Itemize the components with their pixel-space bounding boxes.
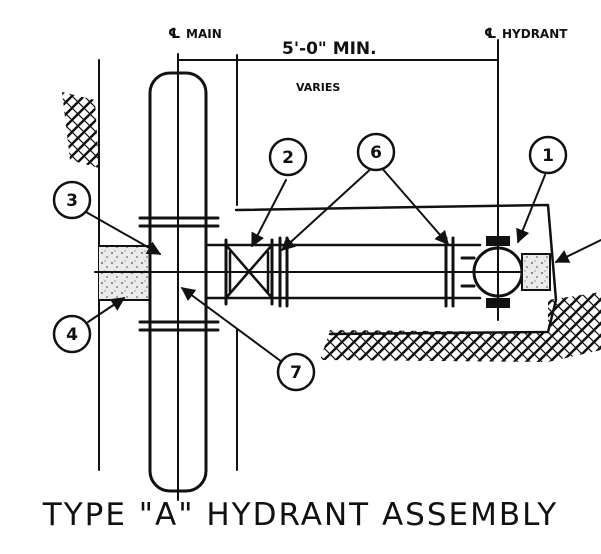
joint-near-hydrant: [444, 236, 455, 308]
leader-4: [87, 297, 126, 323]
leader-6a: [280, 165, 375, 251]
dimension-note: VARIES: [296, 81, 340, 94]
leader-2: [251, 179, 287, 248]
hydrant-cl-symbol: ℄: [484, 26, 497, 42]
dimension-ticks: [177, 53, 499, 67]
gate-valve: [224, 238, 274, 306]
diagram-title: TYPE "A" HYDRANT ASSEMBLY: [42, 497, 559, 533]
leader-5: [554, 239, 601, 263]
leader-3: [85, 211, 162, 255]
hydrant-label: HYDRANT: [502, 27, 568, 41]
leader-1: [516, 174, 546, 244]
trench-outline: [234, 203, 558, 336]
earth-hatch-right: [548, 292, 601, 362]
svg-text:3: 3: [66, 191, 78, 211]
callout-6: 6: [356, 132, 396, 172]
svg-text:6: 6: [370, 143, 382, 163]
main-label: MAIN: [186, 27, 222, 41]
earth-hatch-left: [62, 92, 99, 168]
svg-text:1: 1: [542, 146, 554, 166]
main-flange-top: [138, 216, 220, 228]
dimension-label: 5'-0" MIN.: [282, 39, 377, 59]
leader-7: [180, 287, 283, 363]
svg-text:7: 7: [290, 363, 302, 383]
svg-text:2: 2: [282, 148, 294, 168]
main-flange-bottom: [138, 320, 220, 332]
leader-6b: [379, 165, 449, 246]
svg-text:4: 4: [66, 325, 78, 345]
callout-4: 4: [52, 314, 92, 354]
callout-1: 1: [528, 135, 568, 175]
callout-2: 2: [268, 137, 308, 177]
main-cl-symbol: ℄: [168, 26, 181, 42]
callout-7: 7: [276, 352, 316, 392]
earth-hatch-bottom: [320, 330, 548, 362]
callout-3: 3: [52, 180, 92, 220]
